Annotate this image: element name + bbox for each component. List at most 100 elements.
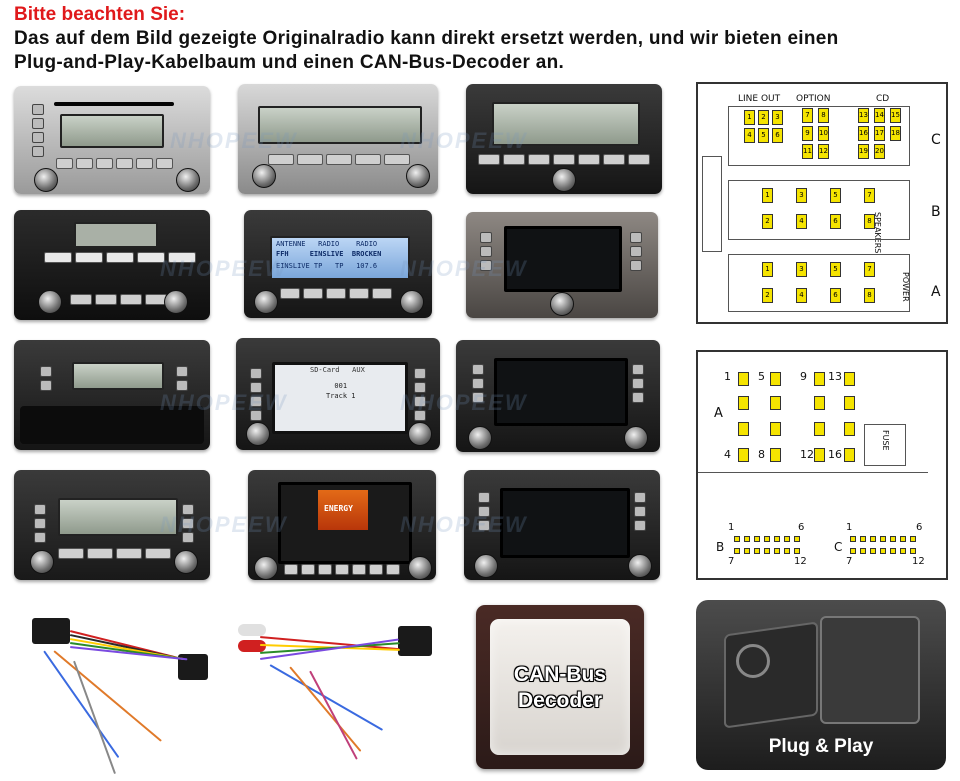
connector-pin: 16 (858, 126, 869, 141)
label-line-out: LINE OUT (738, 94, 781, 104)
lcd-line-3: EINSLIVE TP TP 107.6 (276, 262, 378, 270)
radio-rcd310-black (238, 84, 438, 194)
connector-pin-small (794, 536, 800, 542)
label-option: OPTION (796, 94, 831, 104)
menu-track-number: 001 (326, 382, 348, 390)
connector-pin: 6 (772, 128, 783, 143)
decoder-label-line-1: CAN-Bus (513, 663, 607, 686)
connector-pin (738, 448, 749, 462)
notice-heading: Bitte beachten Sie: (14, 4, 186, 25)
decoder-label-line-2: Decoder (517, 689, 603, 712)
connector-pin-small (754, 536, 760, 542)
connector-pin-small (860, 536, 866, 542)
pin-number: 13 (828, 370, 842, 383)
connector-pin: 3 (796, 262, 807, 277)
connector-pin-small (880, 548, 886, 554)
connector-pin (844, 372, 855, 386)
connector-pin: 1 (762, 188, 773, 203)
lcd-line-2: FFH EINSLIVE BROCKEN (276, 250, 382, 258)
connector-pin (814, 372, 825, 386)
connector-pin (738, 422, 749, 436)
connector-pin (814, 396, 825, 410)
connector-pin: 3 (772, 110, 783, 125)
connector-pin-small (734, 548, 740, 554)
pin-number: 4 (724, 448, 731, 461)
connector-pin (738, 372, 749, 386)
lcd-line-1: ANTENNE RADIO RADIO (276, 240, 378, 248)
pin-range-label: 12 (794, 556, 807, 567)
pin-number: 16 (828, 448, 842, 461)
connector-pin (844, 422, 855, 436)
connector-pin-small (744, 548, 750, 554)
connector-pin: 7 (802, 108, 813, 123)
notice-line-2: Plug-and-Play-Kabelbaum und einen CAN-Bu… (14, 52, 565, 73)
pin-number: 8 (758, 448, 765, 461)
connector-pin-small (794, 548, 800, 554)
pin-range-label: 1 (846, 522, 853, 533)
connector-pin (814, 448, 825, 462)
connector-pin: 6 (830, 214, 841, 229)
watermark: NHOPEEW (400, 128, 528, 153)
connector-pin: 7 (864, 188, 875, 203)
connector-pin: 8 (864, 288, 875, 303)
connector-pin: 2 (762, 288, 773, 303)
pin-number: 5 (758, 370, 765, 383)
plug-and-play-photo: Plug & Play (696, 600, 946, 770)
connector-pin-small (890, 548, 896, 554)
pin-range-label: 12 (912, 556, 925, 567)
label-c: C (931, 132, 941, 148)
connector-pin-small (764, 548, 770, 554)
connector-pin: 14 (874, 108, 885, 123)
radio-rns310-touchscreen (466, 212, 658, 318)
connector-pin-small (910, 536, 916, 542)
radio-rns510-large (464, 470, 660, 580)
connector-pin-small (850, 536, 856, 542)
connector-pin-small (870, 548, 876, 554)
connector-pin: 20 (874, 144, 885, 159)
connector-pin: 12 (818, 144, 829, 159)
connector-pin: 2 (758, 110, 769, 125)
connector-pin: 15 (890, 108, 901, 123)
connector-pin-small (774, 548, 780, 554)
radio-rcd215-compact (14, 340, 210, 450)
plug-and-play-label: Plug & Play (768, 736, 874, 757)
connector-pin: 1 (744, 110, 755, 125)
label-cd: CD (876, 94, 890, 104)
watermark: NHOPEEW (170, 128, 298, 153)
connector-pin-small (890, 536, 896, 542)
radio-rcd310-blue-lcd: ANTENNE RADIO RADIO FFH EINSLIVE BROCKEN… (244, 210, 432, 318)
connector-pin-small (900, 548, 906, 554)
watermark: NHOPEEW (400, 390, 528, 415)
connector-pin: 5 (830, 188, 841, 203)
connector-pin: 19 (858, 144, 869, 159)
connector-pin: 4 (796, 214, 807, 229)
connector-pin: 2 (762, 214, 773, 229)
connector-pin-small (870, 536, 876, 542)
connector-pin: 8 (818, 108, 829, 123)
menu-tabs: SD-Card AUX (310, 366, 365, 374)
label-c: C (834, 540, 843, 554)
radio-rcd210-silver-bottom (14, 470, 210, 580)
pin-range-label: 7 (846, 556, 853, 567)
connector-pin-small (850, 548, 856, 554)
radio-rns315-touchscreen (456, 340, 660, 452)
radio-rcd510-cd-menu: SD-Card AUX 001 Track 1 (236, 338, 440, 450)
connector-pin: 6 (830, 288, 841, 303)
connector-pin (814, 422, 825, 436)
radio-rcd200-silver (14, 210, 210, 320)
radio-rcd510-display (466, 84, 662, 194)
connector-pin-small (784, 548, 790, 554)
menu-track-name: Track 1 (326, 392, 356, 400)
radio-rns510-energy: ENERGY (248, 470, 436, 580)
connector-pin: 11 (802, 144, 813, 159)
label-a: A (931, 284, 941, 300)
connector-pin-small (880, 536, 886, 542)
connector-pin-small (774, 536, 780, 542)
connector-pin: 4 (796, 288, 807, 303)
energy-logo: ENERGY (324, 504, 353, 513)
can-bus-decoder-photo: CAN-Bus Decoder (476, 605, 644, 769)
pin-number: 9 (800, 370, 807, 383)
connector-pin: 5 (758, 128, 769, 143)
connector-pin (770, 422, 781, 436)
pin-range-label: 1 (728, 522, 735, 533)
